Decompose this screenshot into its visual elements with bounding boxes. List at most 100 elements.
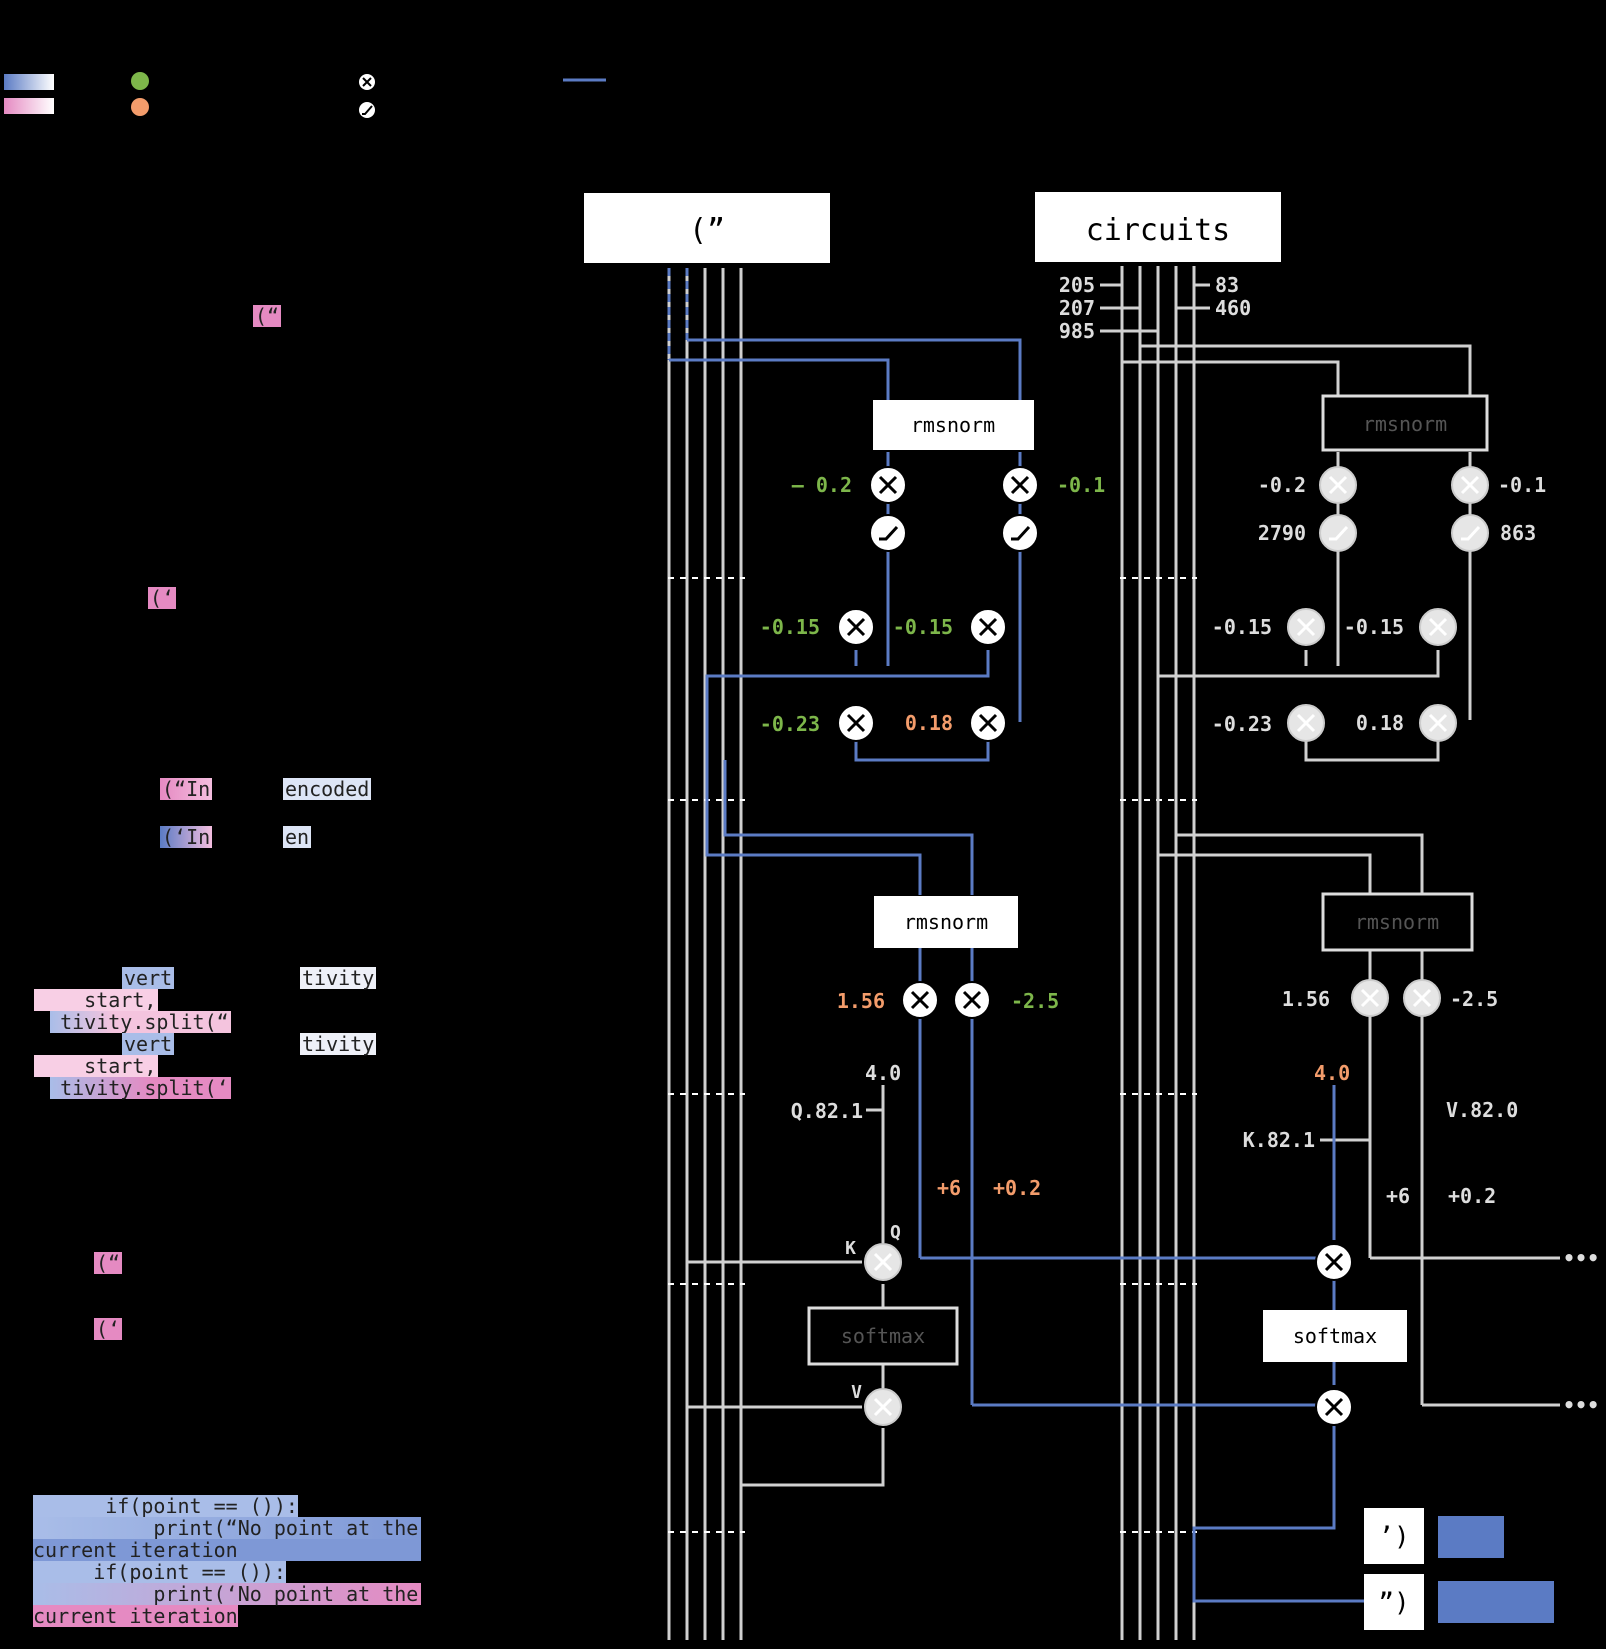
- ellipsis-top: •••: [1563, 1246, 1599, 1270]
- weight-r4-a: 1.56: [1282, 987, 1330, 1011]
- rmsnorm-right-1[interactable]: [1321, 394, 1489, 452]
- left-circuit-white: [687, 1085, 885, 1487]
- head-v-label: V: [851, 1382, 862, 1403]
- relu-r-b: 863: [1500, 521, 1536, 545]
- code-line-6: current iteration: [33, 1604, 238, 1628]
- snippet-2: (‘: [148, 586, 177, 610]
- rmsnorm-left-2[interactable]: [874, 896, 1018, 948]
- scale-l: 4.0: [865, 1061, 901, 1085]
- softmax-left[interactable]: [807, 1306, 959, 1366]
- weight-r1-b: -0.1: [1498, 473, 1546, 497]
- snippet-5-start-2: start,: [34, 1055, 159, 1077]
- mul-r3-a-icon: [1287, 704, 1325, 742]
- right-circuit-blue: [1192, 1085, 1364, 1603]
- relu-r-a: 2790: [1258, 521, 1306, 545]
- head-v-right: V.82.0: [1446, 1098, 1518, 1122]
- weight-r1-a: -0.2: [1258, 473, 1306, 497]
- snippet-5-vert-2-token: vert: [122, 1032, 175, 1056]
- feature-460: 460: [1215, 296, 1251, 320]
- output-double-box[interactable]: [1364, 1574, 1424, 1630]
- legend: [4, 72, 606, 118]
- residual-stream-right: [1100, 266, 1210, 1640]
- mul-r1-b-icon: [1451, 466, 1489, 504]
- weight-r4-b: -2.5: [1450, 987, 1498, 1011]
- weight-l4-b: -2.5: [1011, 989, 1059, 1013]
- snippet-2-token: (‘: [148, 586, 177, 610]
- output-double-label: ”): [1378, 1588, 1409, 1618]
- snippet-3b: encoded: [283, 777, 372, 801]
- snippet-3: (“In: [160, 777, 213, 801]
- token-right-label: circuits: [1086, 213, 1231, 248]
- token-left-label: (”: [689, 213, 725, 248]
- snippet-3-token-a: (“In: [160, 777, 213, 801]
- mul-attn-q-icon: [1315, 1243, 1353, 1281]
- weight-r3-a: -0.23: [1212, 712, 1272, 736]
- token-right-box[interactable]: [1035, 192, 1281, 262]
- weight-r2-b: -0.15: [1344, 615, 1404, 639]
- head-q-left: Q.82.1: [791, 1099, 863, 1123]
- snippet-5-tivity-2-token: tivity: [300, 1032, 377, 1056]
- snippet-5-split-1: tivity.split(“: [34, 1011, 231, 1033]
- rmsnorm-left-1-label: rmsnorm: [911, 413, 995, 437]
- weight-l2-b: -0.15: [893, 615, 953, 639]
- mul-attn-k-icon: [864, 1243, 902, 1281]
- legend-blue-swatch: [4, 74, 54, 90]
- mul-r3-b-icon: [1419, 704, 1457, 742]
- bias-l-a: +6: [937, 1176, 961, 1200]
- snippet-5-tivity-1: tivity: [300, 966, 377, 990]
- weight-l3-a: -0.23: [760, 712, 820, 736]
- snippet-5-tivity-1-token: tivity: [300, 966, 377, 990]
- rmsnorm-left-1[interactable]: [873, 400, 1034, 450]
- snippet-5-split-2-token: tivity.split(‘: [34, 1076, 231, 1100]
- feature-207: 207: [1059, 296, 1095, 320]
- output-double-bar: [1438, 1581, 1554, 1623]
- bias-r-a: +6: [1386, 1184, 1410, 1208]
- weight-l3-b: 0.18: [905, 711, 953, 735]
- softmax-left-label: softmax: [841, 1324, 925, 1348]
- token-left-box[interactable]: [584, 193, 830, 263]
- snippet-5-tivity-2: tivity: [300, 1032, 377, 1056]
- weight-l1-a: – 0.2: [792, 473, 852, 497]
- legend-green-dot: [131, 72, 149, 90]
- bias-l-b: +0.2: [993, 1176, 1041, 1200]
- rmsnorm-right-1-label: rmsnorm: [1363, 412, 1447, 436]
- weight-r2-a: -0.15: [1212, 615, 1272, 639]
- scale-r: 4.0: [1314, 1061, 1350, 1085]
- snippet-5-split-1-token: tivity.split(“: [34, 1010, 231, 1034]
- snippet-5-vert-1-token: vert: [122, 966, 175, 990]
- head-k-label: K: [845, 1238, 856, 1259]
- rmsnorm-right-2[interactable]: [1321, 892, 1474, 952]
- snippet-6-token: (“: [94, 1251, 123, 1275]
- rmsnorm-left-2-label: rmsnorm: [904, 910, 988, 934]
- feature-985: 985: [1059, 319, 1095, 343]
- legend-pink-swatch: [4, 98, 54, 114]
- snippet-7: (‘: [94, 1317, 123, 1341]
- snippet-4: (‘In: [160, 826, 213, 848]
- softmax-right[interactable]: [1263, 1310, 1407, 1362]
- mul-l2-a-icon: [837, 608, 875, 646]
- snippet-5-start-1: start,: [34, 989, 159, 1011]
- snippet-7-token: (‘: [94, 1317, 123, 1341]
- mul-attn-vl-icon: [864, 1388, 902, 1426]
- mul-l1-a-icon: [869, 466, 907, 504]
- weight-l4-a: 1.56: [837, 989, 885, 1013]
- mul-r2-b-icon: [1419, 608, 1457, 646]
- snippet-3-token-b: encoded: [283, 777, 372, 801]
- output-single-box[interactable]: [1364, 1508, 1424, 1564]
- relu-l-b-icon: [1001, 514, 1039, 552]
- mul-r1-a-icon: [1319, 466, 1357, 504]
- mul-l4-b-icon: [953, 981, 991, 1019]
- feature-205: 205: [1059, 273, 1095, 297]
- weight-l1-b: -0.1: [1057, 473, 1105, 497]
- snippet-5-split-2: tivity.split(‘: [34, 1077, 231, 1099]
- code-line-5: print(‘No point at the: [33, 1583, 421, 1605]
- left-circuit-wires: [669, 338, 1316, 1407]
- relu-l-a-icon: [869, 514, 907, 552]
- mul-r4-b-icon: [1403, 979, 1441, 1017]
- mul-l2-b-icon: [969, 608, 1007, 646]
- output-single-label: ’): [1378, 1522, 1409, 1552]
- legend-multiply-icon: [359, 74, 375, 90]
- weight-r3-b: 0.18: [1356, 711, 1404, 735]
- snippet-1: (“: [253, 305, 282, 327]
